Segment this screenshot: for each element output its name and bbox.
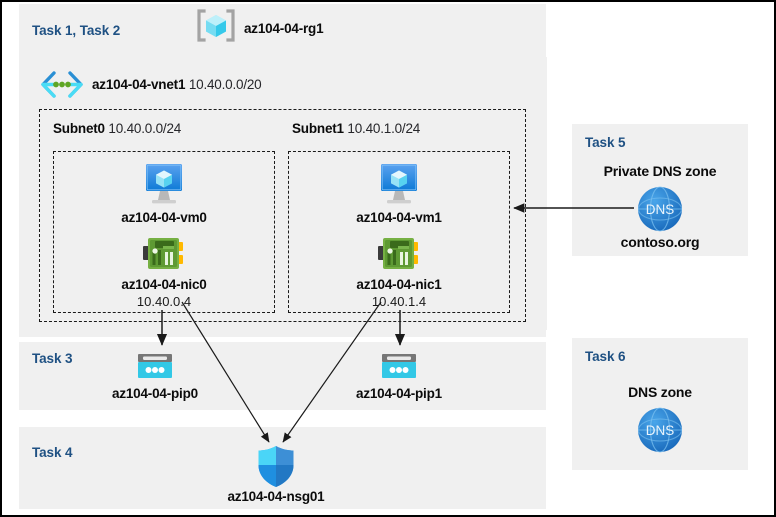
subnet0-box [53, 151, 275, 313]
nic1-label: az104-04-nic1 [356, 277, 442, 292]
resource-group-name: az104-04-rg1 [244, 21, 324, 36]
dns-icon-text: DNS [646, 202, 675, 217]
contoso-org-label: contoso.org [620, 234, 700, 250]
subnet0-cidr: 10.40.0.0/24 [108, 121, 182, 136]
dns-zone-heading: DNS zone [628, 384, 692, 400]
vm1-label: az104-04-vm1 [356, 210, 442, 225]
resource-group-name-text: az104-04-rg1 [244, 21, 324, 36]
vnet-address-space: 10.40.0.0/20 [188, 77, 262, 92]
virtual-machine-icon [140, 163, 188, 205]
task-4-label: Task 4 [32, 445, 73, 460]
subnet1-name: Subnet1 [292, 121, 344, 136]
task-6-label: Task 6 [585, 349, 626, 364]
network-security-group-icon [256, 445, 296, 488]
virtual-network-icon [40, 71, 84, 98]
task-1-2-label: Task 1, Task 2 [32, 23, 121, 38]
task-3-region [19, 342, 546, 410]
nic1-ip: 10.40.1.4 [371, 294, 427, 309]
subnet1-cidr: 10.40.1.0/24 [347, 121, 421, 136]
dns-zone-icon: DNS [636, 406, 684, 454]
task-3-label: Task 3 [32, 351, 73, 366]
nic0-ip: 10.40.0.4 [136, 294, 192, 309]
public-ip-address-icon [137, 352, 173, 382]
subnet1-box [288, 151, 510, 313]
subnet1-header: Subnet1 10.40.1.0/24 [292, 121, 420, 136]
vnet-region [27, 57, 547, 330]
subnets-container [39, 109, 526, 322]
virtual-machine-icon [375, 163, 423, 205]
vnet-name: az104-04-vnet1 [92, 77, 186, 92]
private-dns-zone-heading: Private DNS zone [603, 163, 717, 179]
task-5-label: Task 5 [585, 135, 626, 150]
pip1-label: az104-04-pip1 [356, 386, 442, 401]
dns-zone-icon: DNS [636, 185, 684, 233]
nic0-label: az104-04-nic0 [121, 277, 207, 292]
subnet0-name: Subnet0 [53, 121, 105, 136]
nsg-label: az104-04-nsg01 [227, 489, 325, 504]
vnet-header: az104-04-vnet1 10.40.0.0/20 [92, 77, 262, 92]
subnet0-header: Subnet0 10.40.0.0/24 [53, 121, 181, 136]
network-interface-icon [143, 236, 185, 272]
resource-group-icon [196, 9, 236, 42]
network-interface-icon [378, 236, 420, 272]
dns-icon-text: DNS [646, 423, 675, 438]
public-ip-address-icon [381, 352, 417, 382]
vm0-label: az104-04-vm0 [121, 210, 207, 225]
pip0-label: az104-04-pip0 [112, 386, 198, 401]
